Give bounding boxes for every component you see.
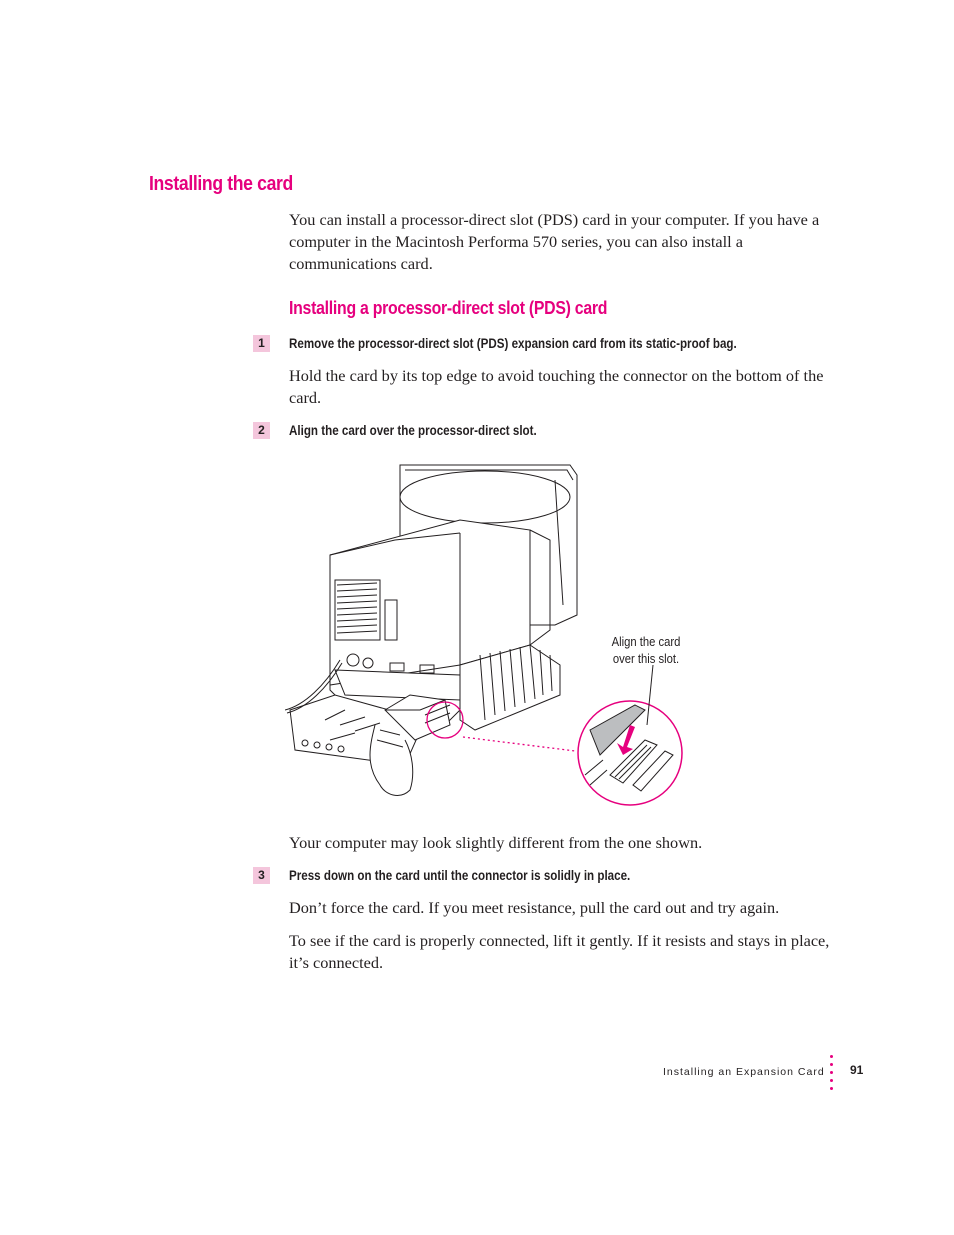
step-3-detail-2: To see if the card is properly connected…	[289, 931, 830, 972]
subsection-title: Installing a processor-direct slot (PDS)…	[289, 298, 608, 318]
callout-line-2: over this slot.	[612, 652, 680, 666]
step-1-number: 1	[253, 335, 270, 352]
figure-caption: Your computer may look slightly differen…	[289, 833, 703, 852]
footer-chapter-label: Installing an Expansion Card	[663, 1066, 825, 1078]
step-1-instruction: Remove the processor-direct slot (PDS) e…	[289, 336, 737, 351]
step-2-number: 2	[253, 422, 270, 439]
figure-callout: Align the card over this slot.	[603, 634, 689, 668]
step-3-detail: Don’t force the card. If you meet resist…	[289, 898, 780, 917]
page-number: 91	[850, 1063, 864, 1077]
step-1-detail: Hold the card by its top edge to avoid t…	[289, 366, 824, 407]
step-3-number: 3	[253, 867, 270, 884]
step-3-instruction: Press down on the card until the connect…	[289, 868, 631, 883]
step-2-instruction: Align the card over the processor-direct…	[289, 423, 537, 438]
computer-illustration	[285, 464, 683, 806]
callout-line-1: Align the card	[611, 635, 681, 649]
intro-paragraph: You can install a processor-direct slot …	[289, 210, 820, 273]
section-title: Installing the card	[149, 173, 293, 195]
footer-dot-divider	[830, 1055, 834, 1095]
